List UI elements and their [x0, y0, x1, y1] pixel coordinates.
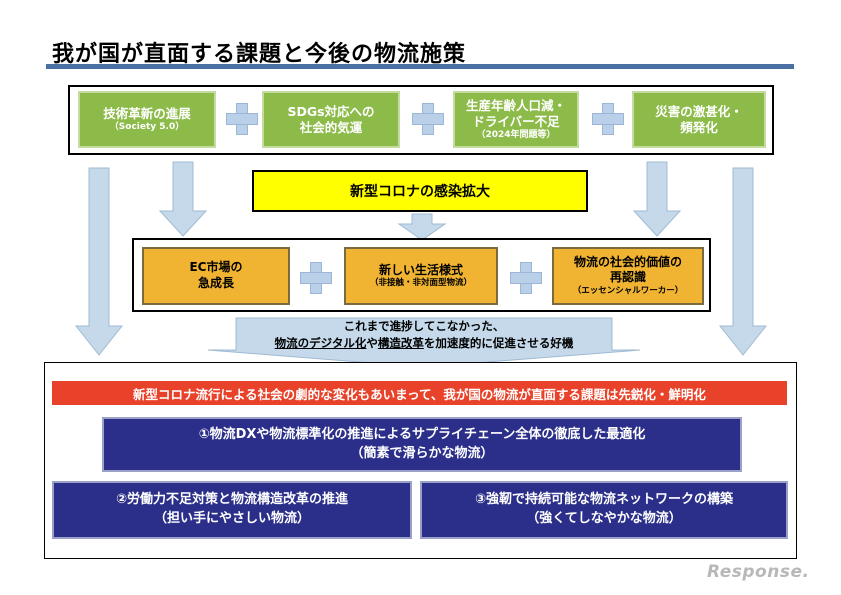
title-underline	[46, 64, 794, 69]
plus-icon	[300, 262, 332, 294]
callout-emphasis-digital: 物流のデジタル化	[274, 336, 367, 351]
factor-labor-shortage: 生産年齢人口減・ ドライバー不足 （2024年問題等）	[453, 91, 579, 148]
factor-label: SDGs対応への 社会的気運	[287, 103, 375, 135]
policy-3: ③強靭で持続可能な物流ネットワークの構築 （強くてしなやかな物流）	[420, 481, 788, 539]
factor-label: 物流の社会的価値の 再認識	[573, 254, 682, 285]
policy-subtitle: （担い手にやさしい物流）	[153, 511, 310, 526]
covid-box: 新型コロナの感染拡大	[252, 170, 588, 212]
callout-connector: や	[366, 336, 378, 351]
factor-sublabel: （Society 5.0）	[109, 121, 185, 132]
factor-label: 新しい生活様式	[378, 262, 463, 277]
policy-subtitle: （強くてしなやかな物流）	[526, 511, 682, 526]
factor-sdgs: SDGs対応への 社会的気運	[262, 91, 400, 148]
response-watermark-logo: Response.	[707, 562, 810, 582]
factor-label: 災害の激甚化・ 頻発化	[655, 103, 743, 135]
factor-tech-innovation: 技術革新の進展 （Society 5.0）	[78, 91, 216, 148]
arrow-left-long	[74, 167, 124, 356]
policy-2: ②労働力不足対策と物流構造改革の推進 （担い手にやさしい物流）	[52, 481, 412, 539]
callout-line1: これまで進捗してこなかった、	[343, 319, 505, 333]
arrow-center	[397, 213, 447, 241]
factor-label: 技術革新の進展	[103, 106, 191, 122]
factor-new-lifestyle: 新しい生活様式 （非接触・非対面型物流）	[344, 247, 498, 305]
opportunity-callout: これまで進捗してこなかった、 物流のデジタル化や構造改革を加速度的に促進させる好…	[236, 318, 612, 353]
arrow-right-long	[718, 167, 768, 356]
plus-icon	[592, 103, 624, 135]
arrow-left-inner	[158, 161, 208, 237]
factor-ec-growth: EC市場の 急成長	[142, 247, 290, 305]
policy-1: ①物流DXや物流標準化の推進によるサプライチェーン全体の徹底した最適化 （簡素で…	[102, 417, 742, 472]
policy-title: ③強靭で持続可能な物流ネットワークの構築	[474, 492, 733, 508]
callout-line2: 物流のデジタル化や構造改革を加速度的に促進させる好機	[236, 335, 612, 352]
arrow-right-inner	[632, 161, 682, 237]
plus-icon	[412, 103, 444, 135]
factor-sublabel: （非接触・非対面型物流）	[369, 278, 472, 289]
policy-subtitle: （簡素で滑らかな物流）	[350, 445, 494, 461]
factor-sublabel: （エッセンシャルワーカー）	[572, 286, 684, 297]
page-title: 我が国が直面する課題と今後の物流施策	[52, 42, 467, 67]
summary-banner: 新型コロナ流行による社会の劇的な変化もあいまって、我が国の物流が直面する課題は先…	[52, 381, 787, 405]
callout-emphasis-reform: 構造改革	[377, 336, 424, 351]
plus-icon	[226, 103, 258, 135]
policy-title: ①物流DXや物流標準化の推進によるサプライチェーン全体の徹底した最適化	[198, 426, 646, 442]
plus-icon	[510, 262, 542, 294]
factor-sublabel: （2024年問題等）	[476, 129, 556, 140]
callout-tail: を加速度的に促進させる好機	[423, 336, 574, 351]
factor-social-value: 物流の社会的価値の 再認識 （エッセンシャルワーカー）	[552, 247, 704, 305]
factor-disasters: 災害の激甚化・ 頻発化	[632, 91, 766, 148]
factor-label: EC市場の 急成長	[189, 260, 243, 290]
factor-label: 生産年齢人口減・ ドライバー不足	[465, 98, 566, 129]
policy-title: ②労働力不足対策と物流構造改革の推進	[115, 492, 348, 508]
